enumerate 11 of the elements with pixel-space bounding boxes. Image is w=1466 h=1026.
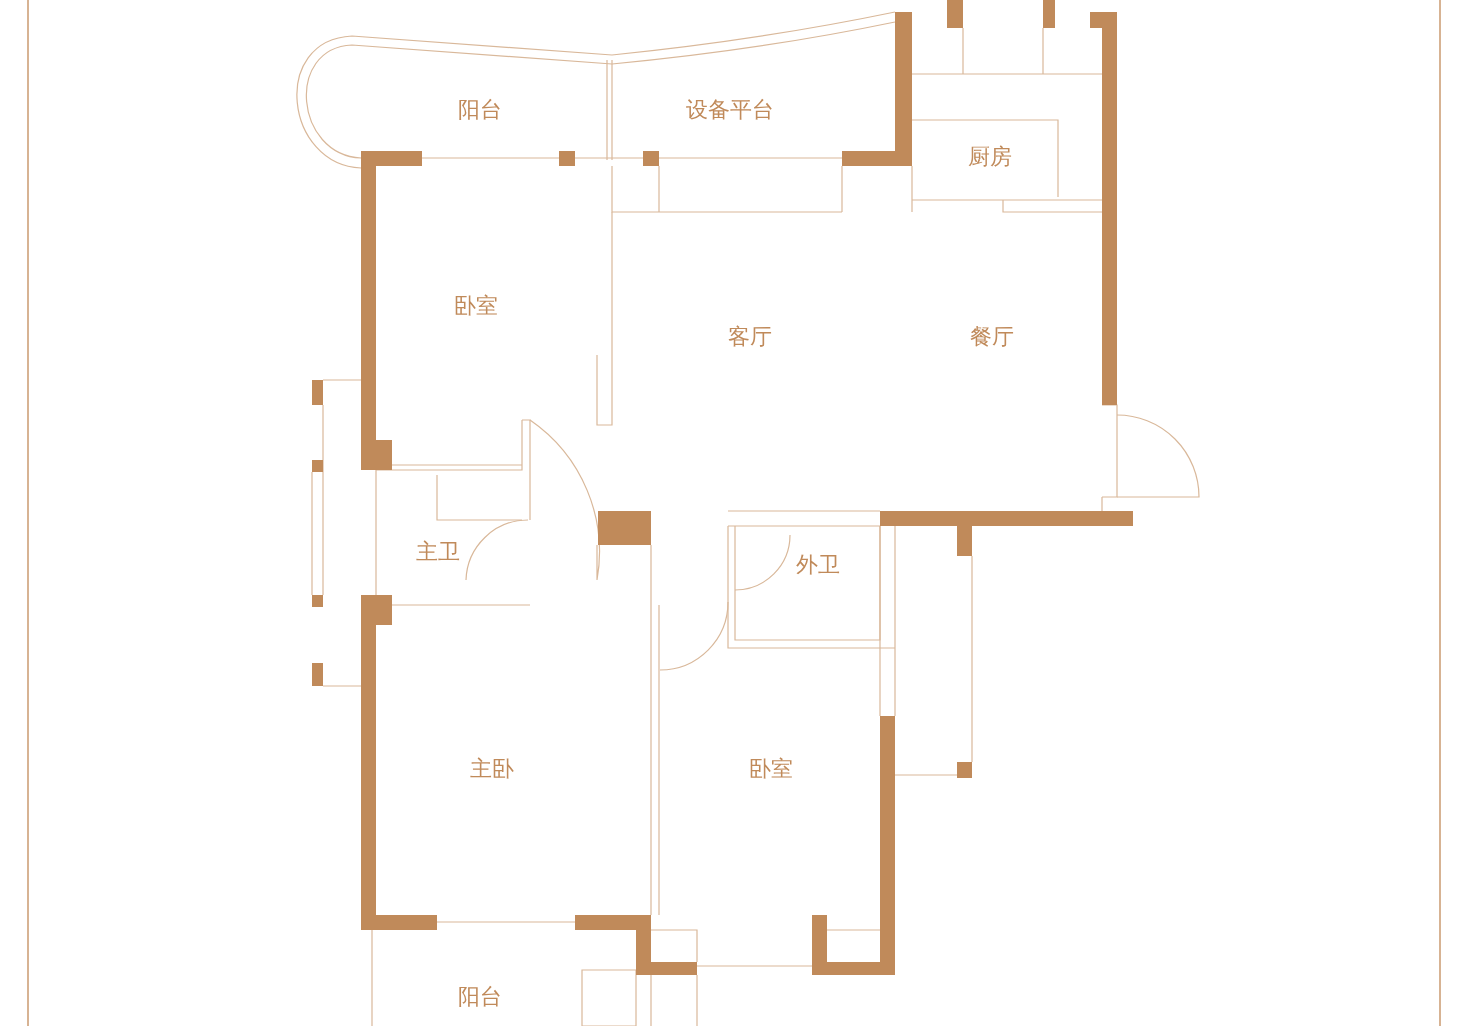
room-label: 卧室: [749, 755, 793, 783]
room-label: 阳台: [458, 96, 502, 124]
room-label: 餐厅: [970, 323, 1014, 351]
room-label: 设备平台: [686, 96, 774, 124]
room-label: 外卫: [796, 551, 840, 579]
room-label: 主卫: [416, 538, 460, 566]
room-label: 主卧: [470, 755, 514, 783]
room-label: 阳台: [458, 983, 502, 1011]
room-label: 客厅: [728, 323, 772, 351]
room-label: 厨房: [968, 143, 1012, 171]
room-label: 卧室: [454, 292, 498, 320]
